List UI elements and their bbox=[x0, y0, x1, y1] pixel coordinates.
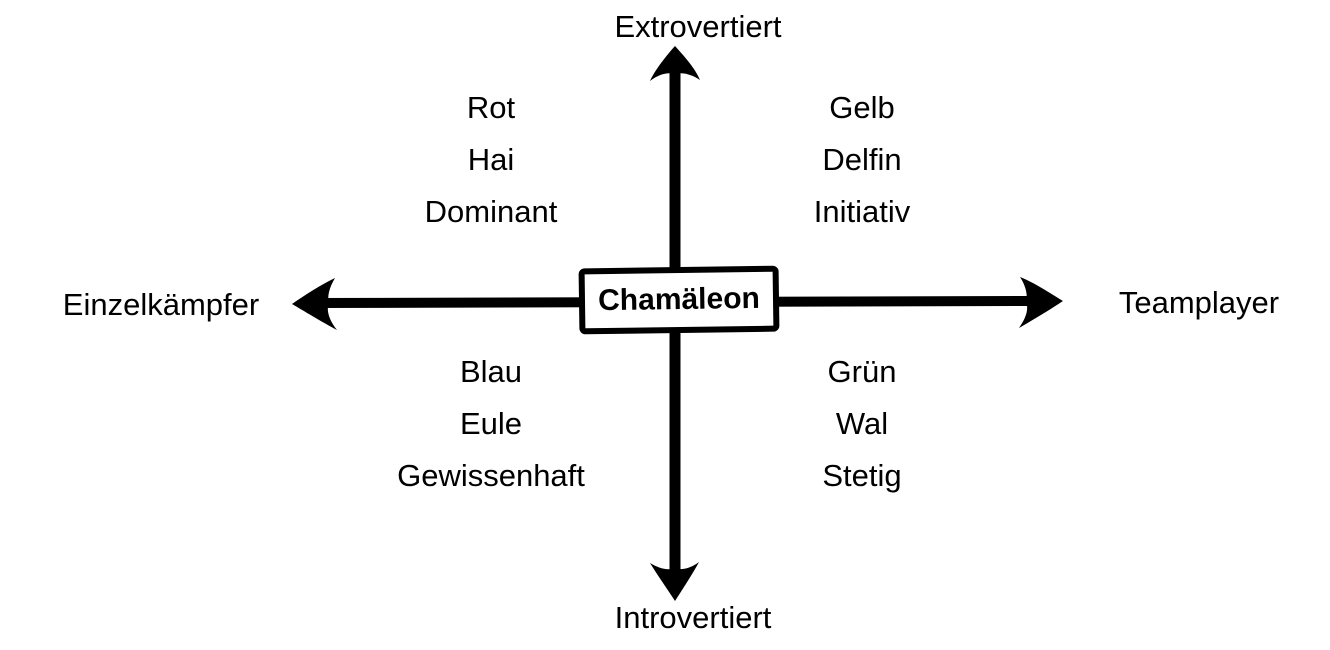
quadrant-line: Blau bbox=[459, 354, 523, 389]
axis-label-right: Teamplayer bbox=[1118, 285, 1280, 320]
right-arrowhead-icon bbox=[1019, 277, 1063, 328]
quadrant-top-right: Gelb Delfin Initiativ bbox=[814, 82, 910, 238]
center-box-label: Chamäleon bbox=[597, 281, 761, 318]
quadrant-line: Rot bbox=[466, 90, 516, 125]
quadrant-line: Wal bbox=[835, 406, 889, 441]
quadrant-line: Delfin bbox=[822, 142, 902, 177]
down-arrowhead-icon bbox=[650, 562, 699, 601]
quadrant-line: Gelb bbox=[829, 90, 895, 125]
quadrant-line: Initiativ bbox=[813, 194, 911, 229]
quadrant-top-left: Rot Hai Dominant bbox=[425, 82, 558, 238]
center-box: Chamäleon bbox=[578, 265, 780, 335]
quadrant-line: Stetig bbox=[822, 458, 902, 493]
quadrant-line: Hai bbox=[467, 142, 515, 177]
quadrant-bottom-left: Blau Eule Gewissenhaft bbox=[397, 346, 585, 502]
axis-label-left: Einzelkämpfer bbox=[62, 287, 260, 322]
up-arrowhead-icon bbox=[650, 46, 700, 81]
quadrant-line: Dominant bbox=[424, 194, 558, 229]
axis-label-bottom: Introvertiert bbox=[614, 600, 772, 635]
quadrant-line: Eule bbox=[459, 406, 523, 441]
quadrant-line: Grün bbox=[827, 354, 897, 389]
quadrant-bottom-right: Grün Wal Stetig bbox=[822, 346, 901, 502]
quadrant-line: Gewissenhaft bbox=[397, 458, 585, 493]
axis-label-top: Extrovertiert bbox=[614, 9, 782, 44]
left-arrowhead-icon bbox=[292, 278, 337, 330]
